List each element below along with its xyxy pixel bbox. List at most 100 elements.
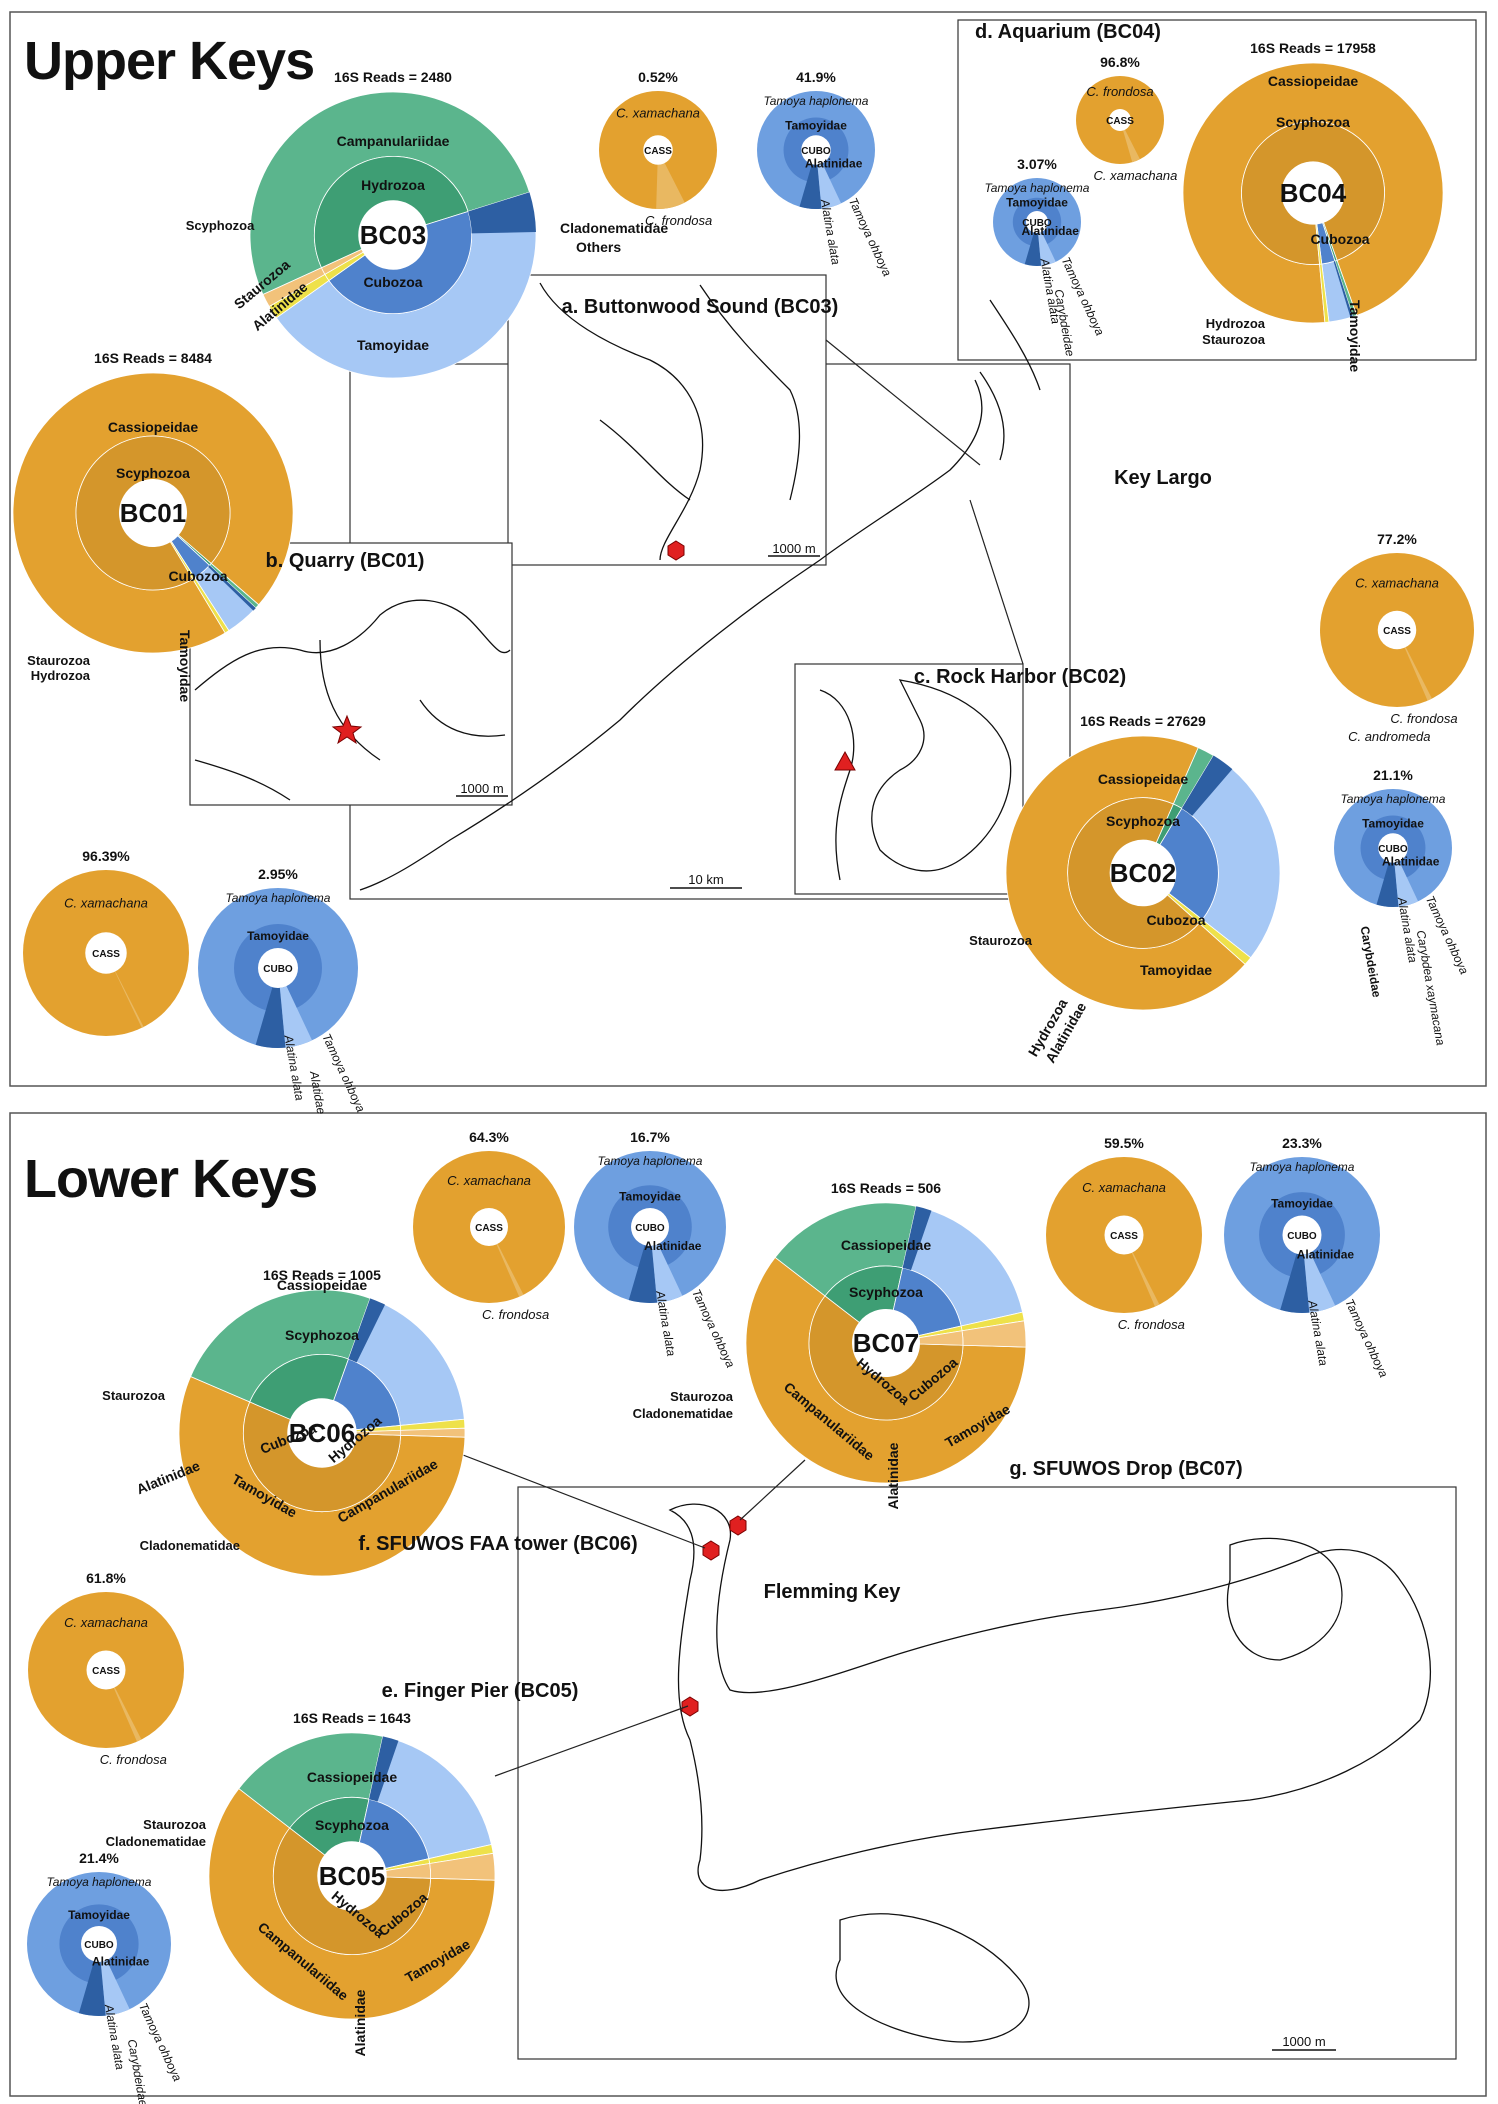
mini-percent-label: 77.2% <box>1377 531 1417 547</box>
sunburst-center <box>1110 840 1176 906</box>
mini-center-label: CASS <box>1106 116 1134 127</box>
mini-center <box>258 948 298 988</box>
taxon-label: Cassiopeidae <box>1098 771 1188 787</box>
mini-slice <box>496 1243 524 1297</box>
mini-center-label: CASS <box>644 146 672 157</box>
coastlines <box>194 282 1431 2043</box>
species-label: Alatina alata <box>818 197 843 266</box>
mini-center <box>1378 833 1408 863</box>
family-label: Alatinidae <box>1382 855 1440 869</box>
reads-label: 16S Reads = 17958 <box>1250 40 1376 56</box>
sunburst-center-label: BC07 <box>853 1328 919 1358</box>
species-label: Tamoya haplonema <box>1341 792 1446 806</box>
map-label-g: g. SFUWOS Drop (BC07) <box>1009 1458 1242 1480</box>
reads-label: 16S Reads = 27629 <box>1080 713 1206 729</box>
family-label: Alatinidae <box>644 1239 702 1253</box>
taxon-label: Cladonematidae <box>560 220 668 236</box>
map-label-key-largo: Key Largo <box>1114 467 1212 489</box>
mini-center <box>1109 109 1131 131</box>
species-label: C. andromeda <box>1348 729 1430 744</box>
mini-center <box>81 1926 117 1962</box>
species-label: C. xamachana <box>616 106 700 121</box>
sunburst-center-label: BC01 <box>120 498 186 528</box>
scale-bar-label: 10 km <box>688 872 723 887</box>
mini-percent-label: 41.9% <box>796 69 836 85</box>
site-markers <box>331 540 856 1717</box>
species-label: C. frondosa <box>1086 84 1153 99</box>
inner-ring-staurozoa <box>1166 892 1203 924</box>
rock-harbor-inset-frame <box>794 663 1024 895</box>
mini-center <box>1282 1215 1322 1255</box>
family-label: Alatinidae <box>1297 1247 1355 1261</box>
sunburst-center-label: BC04 <box>1280 178 1347 208</box>
taxon-label: Staurozoa <box>969 933 1033 948</box>
sunburst-center <box>852 1309 920 1377</box>
sunburst-center <box>287 1398 357 1468</box>
outer-ring-alatinidae <box>902 1206 932 1271</box>
family-label: Tamoyidae <box>68 1908 130 1922</box>
family-label: Alatinidae <box>92 1955 150 1969</box>
map-label-c: c. Rock Harbor (BC02) <box>914 666 1126 688</box>
mini-center <box>470 1208 508 1246</box>
mini-percent-label: 21.1% <box>1373 767 1413 783</box>
mini-percent-label: 61.8% <box>86 1570 126 1586</box>
mini-center <box>643 135 673 165</box>
taxon-label: Alatinidae <box>885 1442 901 1509</box>
mini-center-label: CASS <box>1110 1231 1138 1242</box>
species-label: Tamoya haplonema <box>764 94 869 108</box>
outer-ring-alatinidae <box>348 1298 386 1363</box>
species-label: Tamoya ohboya <box>689 1287 738 1370</box>
reads-label: 16S Reads = 2480 <box>334 69 452 85</box>
mini-center <box>86 1650 126 1690</box>
taxon-label: Cassiopeidae <box>277 1277 367 1293</box>
species-label: C. xamachana <box>1355 576 1439 591</box>
mini-center-label: CASS <box>92 949 120 960</box>
species-label: C. frondosa <box>482 1307 549 1322</box>
species-label: Tamoya haplonema <box>47 1875 152 1889</box>
species-label: C. xamachana <box>64 1615 148 1630</box>
mini-percent-label: 2.95% <box>258 866 298 882</box>
species-label: Carybdeidae <box>125 2038 151 2104</box>
reads-label: 16S Reads = 1643 <box>293 1710 411 1726</box>
family-label: Tamoyidae <box>1362 816 1424 830</box>
taxon-label: Cassiopeidae <box>307 1769 397 1785</box>
taxon-label: Cubozoa <box>1146 912 1205 928</box>
mini-center-label: CUBO <box>801 146 831 157</box>
mini-percent-label: 96.39% <box>82 848 130 864</box>
taxon-label: Scyphozoa <box>1106 813 1180 829</box>
species-label: Alatina alata <box>1395 895 1420 964</box>
taxon-label: Hydrozoa <box>361 177 425 193</box>
sunburst-center <box>1281 161 1345 225</box>
map-label-e: e. Finger Pier (BC05) <box>382 1680 579 1702</box>
marker-bc06 <box>702 1540 720 1561</box>
scale-bars <box>456 555 1336 2051</box>
taxon-label: Cubozoa <box>1310 231 1369 247</box>
taxon-label: Tamoyidae <box>357 337 429 353</box>
outer-ring-alatinidae <box>1333 261 1353 318</box>
mini-percent-label: 96.8% <box>1100 54 1140 70</box>
species-label: C. xamachana <box>447 1173 531 1188</box>
mini-center <box>85 932 127 974</box>
family-label: Tamoyidae <box>1271 1197 1333 1211</box>
mini-slice-ohboya <box>1303 1252 1336 1313</box>
map-label-a: a. Buttonwood Sound (BC03) <box>562 296 839 318</box>
species-label: C. xamachana <box>1082 1180 1166 1195</box>
sunburst-center <box>317 1841 387 1911</box>
mini-slice-alatinidae <box>255 987 286 1048</box>
aquarium-panel-frame <box>957 19 1477 361</box>
mini-center-label: CUBO <box>84 1940 114 1951</box>
map-label-b: b. Quarry (BC01) <box>266 550 425 572</box>
map-label-flemming-key: Flemming Key <box>764 1581 902 1603</box>
